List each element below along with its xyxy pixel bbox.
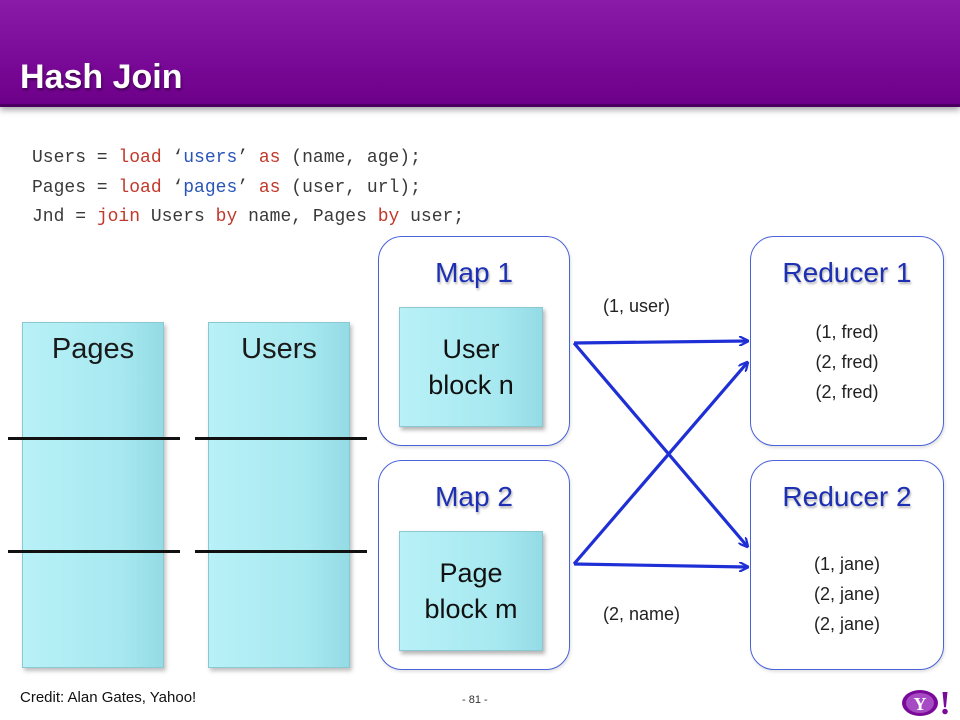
- arrow-map2-to-reducer2: [573, 564, 747, 567]
- credit-text: Credit: Alan Gates, Yahoo!: [20, 689, 197, 706]
- users-table: Users: [208, 322, 350, 668]
- code-keyword: by: [377, 207, 400, 227]
- code-text: Jnd =: [32, 207, 97, 227]
- code-string: users: [183, 148, 238, 168]
- reducer1-box: Reducer 1 (1, fred) (2, fred) (2, fred): [750, 236, 944, 446]
- reducer1-tuple-list: (1, fred) (2, fred) (2, fred): [751, 317, 943, 407]
- yahoo-logo-icon: Y !: [902, 685, 951, 718]
- page-block-line1: Page: [439, 558, 503, 588]
- reducer1-tuple: (1, fred): [815, 322, 879, 342]
- page-block-line2: block m: [424, 594, 518, 624]
- user-block: User block n: [399, 307, 543, 427]
- code-text: name, Pages: [237, 207, 378, 227]
- code-keyword: load: [118, 177, 162, 198]
- user-block-line1: User: [442, 334, 500, 364]
- edge-label-top: (1, user): [603, 296, 671, 316]
- arrow-map1-to-reducer1: [573, 341, 747, 343]
- code-keyword: by: [215, 207, 238, 227]
- code-keyword: as: [258, 177, 281, 198]
- reducer2-tuple: (2, jane): [813, 614, 881, 634]
- code-text: Pages =: [32, 177, 119, 198]
- pages-block-divider: [8, 550, 180, 553]
- code-text: (name, age);: [280, 148, 421, 168]
- pages-table: Pages: [22, 322, 164, 668]
- reducer2-title: Reducer 2: [782, 481, 912, 512]
- title-bar: Hash Join: [0, 0, 960, 107]
- user-block-line2: block n: [428, 370, 514, 400]
- edge-label-bottom: (2, name): [603, 604, 681, 624]
- reducer2-tuple: (2, jane): [813, 584, 881, 604]
- users-block-divider: [195, 437, 367, 440]
- code-keyword: load: [118, 148, 162, 168]
- page-number: - 81 -: [462, 694, 488, 706]
- users-table-label: Users: [241, 333, 317, 365]
- code-text: (user, url);: [280, 177, 421, 198]
- reducer2-box: Reducer 2 (1, jane) (2, jane) (2, jane): [750, 460, 944, 670]
- code-text: ’: [237, 148, 259, 168]
- code-string: pages: [183, 177, 238, 198]
- code-line: Users = load ‘users’ as (name, age);: [32, 144, 464, 174]
- arrow-map2-to-reducer1: [572, 363, 747, 566]
- slide-title: Hash Join: [20, 58, 183, 96]
- reducer1-tuple: (2, fred): [815, 382, 879, 402]
- users-block-divider: [195, 550, 367, 553]
- code-text: user;: [399, 207, 465, 227]
- reducer1-tuple: (2, fred): [815, 352, 879, 372]
- reducer1-title: Reducer 1: [782, 257, 912, 288]
- code-line: Pages = load ‘pages’ as (user, url);: [32, 174, 464, 204]
- code-text: ‘: [161, 148, 184, 168]
- arrow-map1-to-reducer2: [572, 341, 747, 546]
- svg-text:!: !: [939, 685, 950, 718]
- map2-box: Map 2 Page block m: [378, 460, 570, 670]
- reducer2-tuple-list: (1, jane) (2, jane) (2, jane): [751, 549, 943, 639]
- code-keyword: join: [96, 207, 141, 227]
- pig-latin-code-block: Users = load ‘users’ as (name, age);Page…: [32, 144, 464, 233]
- page-block: Page block m: [399, 531, 543, 651]
- pages-block-divider: [8, 437, 180, 440]
- code-keyword: as: [258, 148, 281, 168]
- code-text: Users: [140, 207, 216, 227]
- code-text: Users =: [32, 148, 119, 168]
- map1-box: Map 1 User block n: [378, 236, 570, 446]
- map2-title: Map 2: [435, 481, 513, 512]
- code-text: ‘: [161, 177, 184, 198]
- svg-text:Y: Y: [914, 694, 927, 714]
- map1-title: Map 1: [435, 257, 513, 288]
- pages-table-label: Pages: [51, 333, 135, 365]
- code-text: ’: [237, 177, 259, 198]
- reducer2-tuple: (1, jane): [813, 554, 881, 574]
- code-line: Jnd = join Users by name, Pages by user;: [32, 203, 464, 233]
